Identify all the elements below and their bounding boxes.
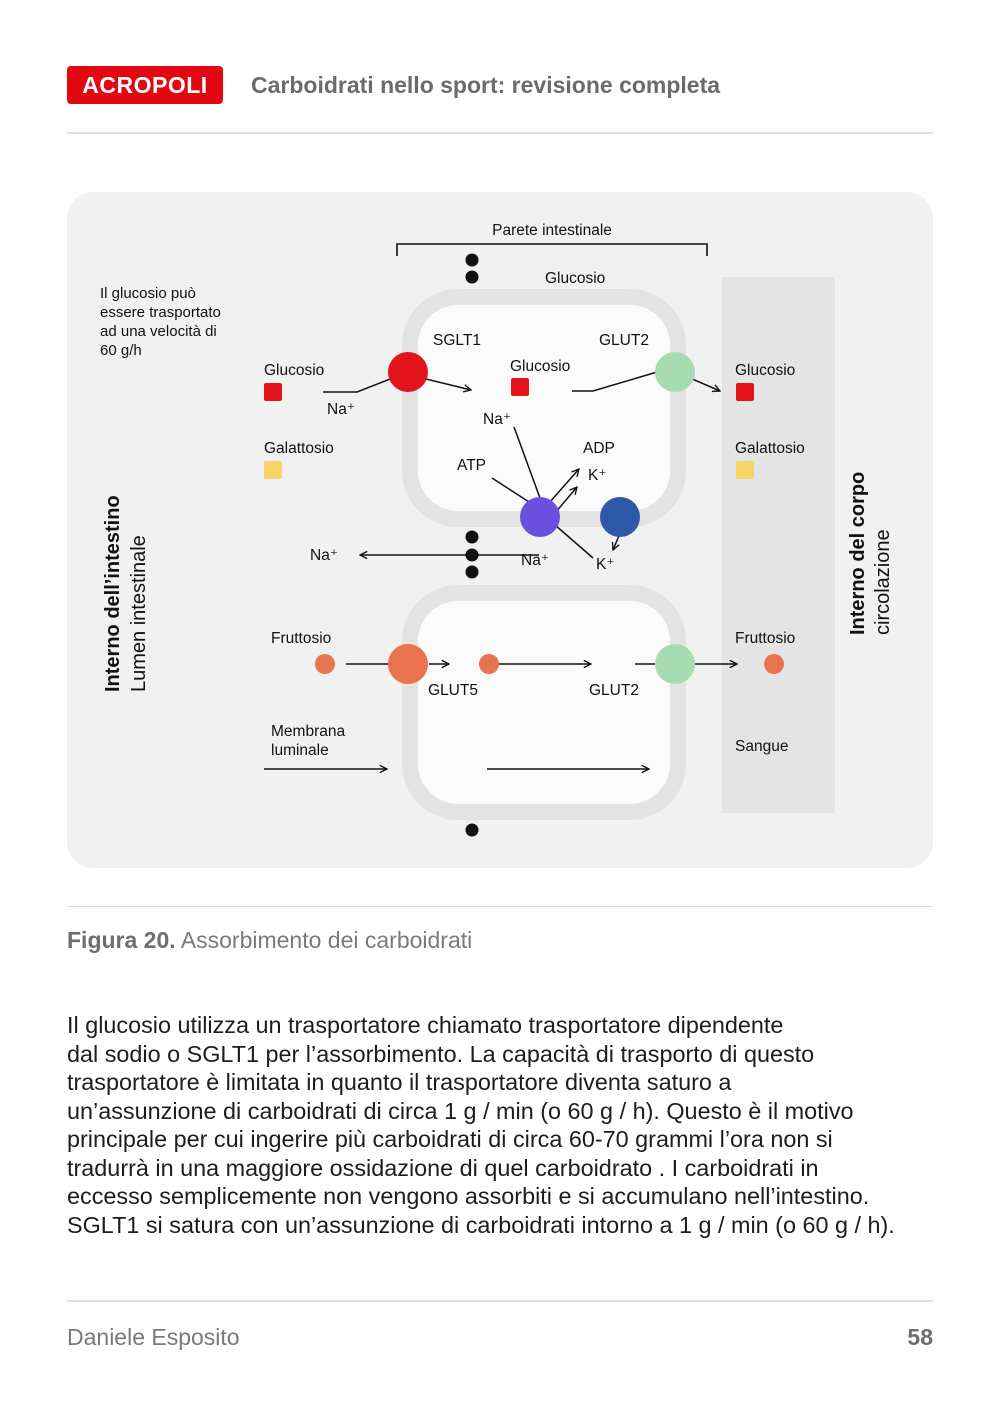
fructose-left-label: Fruttosio: [271, 630, 331, 647]
wall-label: Parete intestinale: [492, 222, 612, 239]
fructose-dot-right: [764, 654, 784, 674]
glucose-rate-note: Il glucosio può essere trasportato ad un…: [100, 285, 225, 359]
glucose-square-right: [736, 383, 754, 401]
sglt1-transporter: [388, 352, 428, 392]
luminal-membrane-label: Membrana luminale: [271, 723, 349, 759]
glucose-square-left: [264, 383, 282, 401]
membrane-line: luminale: [271, 742, 329, 759]
adp-arrow-1: [548, 469, 579, 504]
wall-bracket: [396, 243, 708, 256]
document-title: Carboidrati nello sport: revisione compl…: [251, 72, 721, 98]
acropoli-logo: ACROPOLI: [67, 66, 223, 104]
sglt1-output-arrow: [421, 377, 471, 390]
circulation-band: [722, 277, 835, 813]
galactose-left-label: Galattosio: [264, 440, 334, 457]
figure-carbohydrate-absorption: Parete intestinale Il glucosio può esser…: [67, 192, 933, 868]
junction-dot: [465, 253, 479, 267]
glut2-output-arrow: [689, 377, 720, 391]
absorption-diagram: Parete intestinale Il glucosio può esser…: [100, 222, 894, 837]
body-line: un’assunzione di carboidrati di circa 1 …: [67, 1097, 854, 1124]
potassium-channel: [600, 497, 640, 537]
sglt1-label: SGLT1: [433, 332, 481, 349]
fructose-dot-inner: [479, 654, 499, 674]
junction-dot: [465, 530, 479, 544]
figure-caption: Figura 20. Assorbimento dei carboidrati: [67, 925, 472, 955]
body-paragraph: Il glucosio utilizza un trasportatore ch…: [67, 1011, 947, 1239]
glucose-left-label: Glucosio: [264, 362, 324, 379]
atp-line: [491, 477, 530, 503]
potassium-line: [554, 524, 594, 559]
footer-author: Daniele Esposito: [67, 1324, 240, 1350]
potassium-out-label: K⁺: [588, 467, 607, 484]
right-side-subtitle: circolazione: [872, 529, 894, 635]
blood-label: Sangue: [735, 738, 788, 755]
glut2-input-line: [572, 371, 658, 392]
sodium-potassium-pump: [520, 497, 560, 537]
sodium-to-pump-line: [513, 426, 541, 499]
footer-divider: [67, 1300, 933, 1302]
glucose-inner-label: Glucosio: [510, 358, 570, 375]
junction-dot: [465, 565, 479, 579]
header-divider: [67, 132, 933, 134]
note-line: 60 g/h: [100, 342, 142, 359]
junction-dot: [465, 823, 479, 837]
glut2-transporter-top: [655, 352, 695, 392]
upper-epithelial-cell: [402, 289, 686, 527]
glucose-square-inner: [511, 378, 529, 396]
potassium-in-label: K⁺: [596, 556, 615, 573]
body-line: SGLT1 si satura con un’assunzione di car…: [67, 1211, 895, 1238]
note-line: ad una velocità di: [100, 323, 217, 340]
fructose-right-label: Fruttosio: [735, 630, 795, 647]
glucose-right-label: Glucosio: [735, 362, 795, 379]
body-line: trasportatore è limitata in quanto il tr…: [67, 1069, 732, 1095]
fructose-dot-left: [315, 654, 335, 674]
caption-divider: [67, 906, 933, 907]
lower-epithelial-cell: [402, 585, 686, 820]
body-line: tradurrà in una maggiore ossidazione di …: [67, 1154, 819, 1181]
caption-text: Assorbimento dei carboidrati: [180, 927, 473, 953]
glut2-bottom-label: GLUT2: [589, 682, 639, 699]
glut2-top-label: GLUT2: [599, 332, 649, 349]
glut5-transporter: [388, 644, 428, 684]
adp-arrow-2: [554, 487, 577, 514]
galactose-square-left: [264, 461, 282, 479]
galactose-square-right: [736, 461, 754, 479]
glut5-label: GLUT5: [428, 682, 478, 699]
left-side-subtitle: Lumen intestinale: [128, 535, 150, 692]
adp-label: ADP: [583, 440, 615, 457]
body-line: eccesso semplicemente non vengono assorb…: [67, 1183, 870, 1209]
body-line: dal sodio o SGLT1 per l’assorbimento. La…: [67, 1040, 815, 1067]
glut2-transporter-bottom: [655, 644, 695, 684]
right-side-title: Interno del corpo: [847, 472, 869, 635]
body-line: principale per cui ingerire più carboidr…: [67, 1126, 833, 1152]
sodium-inner-label: Na⁺: [483, 411, 511, 428]
sodium-pump-label: Na⁺: [521, 552, 549, 569]
sodium-left-label: Na⁺: [327, 401, 355, 418]
note-line: essere trasportato: [100, 304, 221, 321]
caption-label: Figura 20.: [67, 927, 176, 953]
note-line: Il glucosio può: [100, 285, 196, 302]
junction-dot: [465, 270, 479, 284]
atp-label: ATP: [457, 457, 486, 474]
membrane-line: Membrana: [271, 723, 345, 740]
glucose-top-label: Glucosio: [545, 270, 605, 287]
left-side-title: Interno dell’intestino: [102, 495, 124, 692]
sodium-exit-label: Na⁺: [310, 547, 338, 564]
page-number: 58: [907, 1324, 933, 1350]
body-line: Il glucosio utilizza un trasportatore ch…: [67, 1012, 784, 1038]
galactose-right-label: Galattosio: [735, 440, 805, 457]
